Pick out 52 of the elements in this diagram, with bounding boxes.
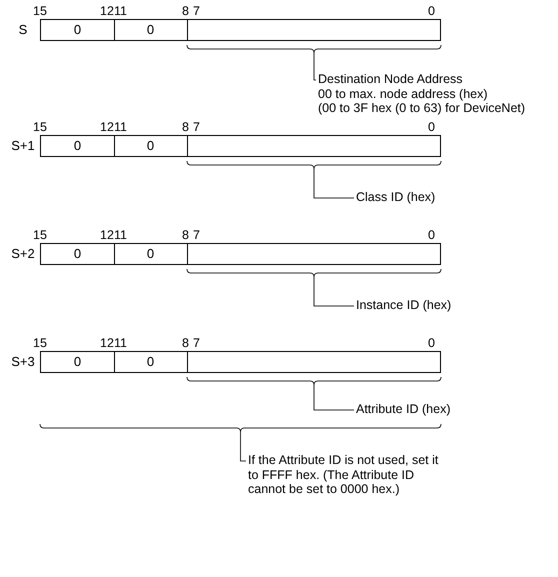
register-name: S bbox=[18, 21, 28, 39]
bit-number: 12 bbox=[100, 5, 114, 18]
bit-number: 7 bbox=[193, 121, 200, 134]
bit-field bbox=[187, 135, 441, 157]
description-text: Attribute ID (hex) bbox=[356, 402, 452, 416]
description-text: If the Attribute ID is not used, set it to FFFF hex. (The Attribute ID cannot be set to 0000 hex.) bbox=[248, 453, 440, 496]
bit-field: 0 bbox=[40, 243, 115, 265]
bit-field: 0 bbox=[40, 351, 115, 373]
register-name: S+1 bbox=[10, 137, 36, 155]
bit-number: 7 bbox=[193, 5, 200, 18]
bit-number: 15 bbox=[33, 229, 47, 242]
bit-number: 0 bbox=[428, 121, 435, 134]
description-text: Instance ID (hex) bbox=[356, 298, 452, 312]
leader-line bbox=[314, 168, 354, 198]
bit-number: 12 bbox=[100, 229, 114, 242]
bit-number: 7 bbox=[193, 337, 200, 350]
bit-field bbox=[187, 351, 441, 373]
bit-number: 8 bbox=[182, 229, 189, 242]
bit-number: 11 bbox=[114, 337, 127, 350]
bit-field: 0 bbox=[114, 135, 188, 157]
bit-number: 0 bbox=[428, 229, 435, 242]
bit-field bbox=[187, 243, 441, 265]
register-name: S+2 bbox=[10, 245, 36, 263]
bit-number: 12 bbox=[100, 337, 114, 350]
bit-number: 7 bbox=[193, 229, 200, 242]
bit-number: 11 bbox=[114, 229, 127, 242]
bit-number: 11 bbox=[114, 5, 127, 18]
description-text: Destination Node Address bbox=[318, 72, 464, 86]
bit-number: 15 bbox=[33, 5, 47, 18]
description-text: Class ID (hex) bbox=[356, 190, 436, 204]
bit-number: 15 bbox=[33, 337, 47, 350]
bit-number: 11 bbox=[114, 121, 127, 134]
bit-number: 0 bbox=[428, 5, 435, 18]
bit-number: 8 bbox=[182, 5, 189, 18]
bit-number: 12 bbox=[100, 121, 114, 134]
leader-line bbox=[314, 384, 354, 410]
description-text: 00 to max. node address (hex) bbox=[318, 86, 489, 101]
leader-line bbox=[314, 52, 316, 80]
bit-number: 15 bbox=[33, 121, 47, 134]
bit-field: 0 bbox=[40, 19, 115, 41]
bit-field bbox=[187, 19, 441, 41]
register-name: S+3 bbox=[10, 353, 36, 371]
bit-field: 0 bbox=[114, 19, 188, 41]
bit-number: 0 bbox=[428, 337, 435, 350]
bit-field: 0 bbox=[114, 243, 188, 265]
leader-line bbox=[240, 432, 246, 462]
bit-field: 0 bbox=[114, 351, 188, 373]
leader-line bbox=[314, 276, 354, 306]
description-text: (00 to 3F hex (0 to 63) for DeviceNet) bbox=[318, 101, 526, 116]
bit-number: 8 bbox=[182, 337, 189, 350]
bit-field: 0 bbox=[40, 135, 115, 157]
bit-number: 8 bbox=[182, 121, 189, 134]
